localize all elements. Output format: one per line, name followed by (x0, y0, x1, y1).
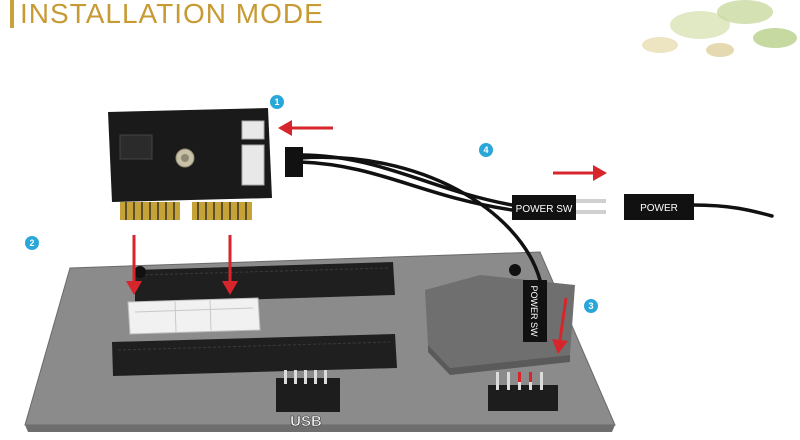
arrow-down-header (552, 297, 568, 354)
pcie-slot-top (135, 262, 395, 303)
page-title: INSTALLATION MODE (10, 0, 324, 34)
pcie-slot-white (127, 297, 261, 335)
step-badge-1: 1 (270, 95, 284, 109)
power-sw-label: POWER SW (516, 204, 573, 215)
power-sw-vertical-connector (523, 280, 547, 342)
arrow-right-connect (553, 165, 607, 181)
step-badge-2: 2 (25, 236, 39, 250)
page-title-text: INSTALLATION MODE (20, 0, 324, 29)
arrow-down-right (222, 235, 238, 295)
step-badge-3: 3 (584, 299, 598, 313)
step-badge-4: 4 (479, 143, 493, 157)
front-panel-header (488, 372, 558, 411)
arrow-down-left (126, 235, 142, 295)
cables (298, 153, 774, 282)
pcie-slot-bottom (112, 334, 397, 376)
power-sw-vertical-label: POWER SW (529, 286, 539, 338)
usb-label: USB (290, 413, 322, 430)
leaf-decoration (642, 0, 797, 57)
usb-header (276, 370, 340, 412)
red-arrows (126, 120, 607, 354)
power-label: POWER (640, 203, 678, 214)
power-connector (624, 194, 694, 220)
power-sw-connector (512, 195, 606, 220)
title-accent-bar (10, 0, 14, 28)
adapter-card (108, 108, 303, 220)
arrow-to-port (278, 120, 333, 136)
chipset-block (425, 275, 575, 375)
